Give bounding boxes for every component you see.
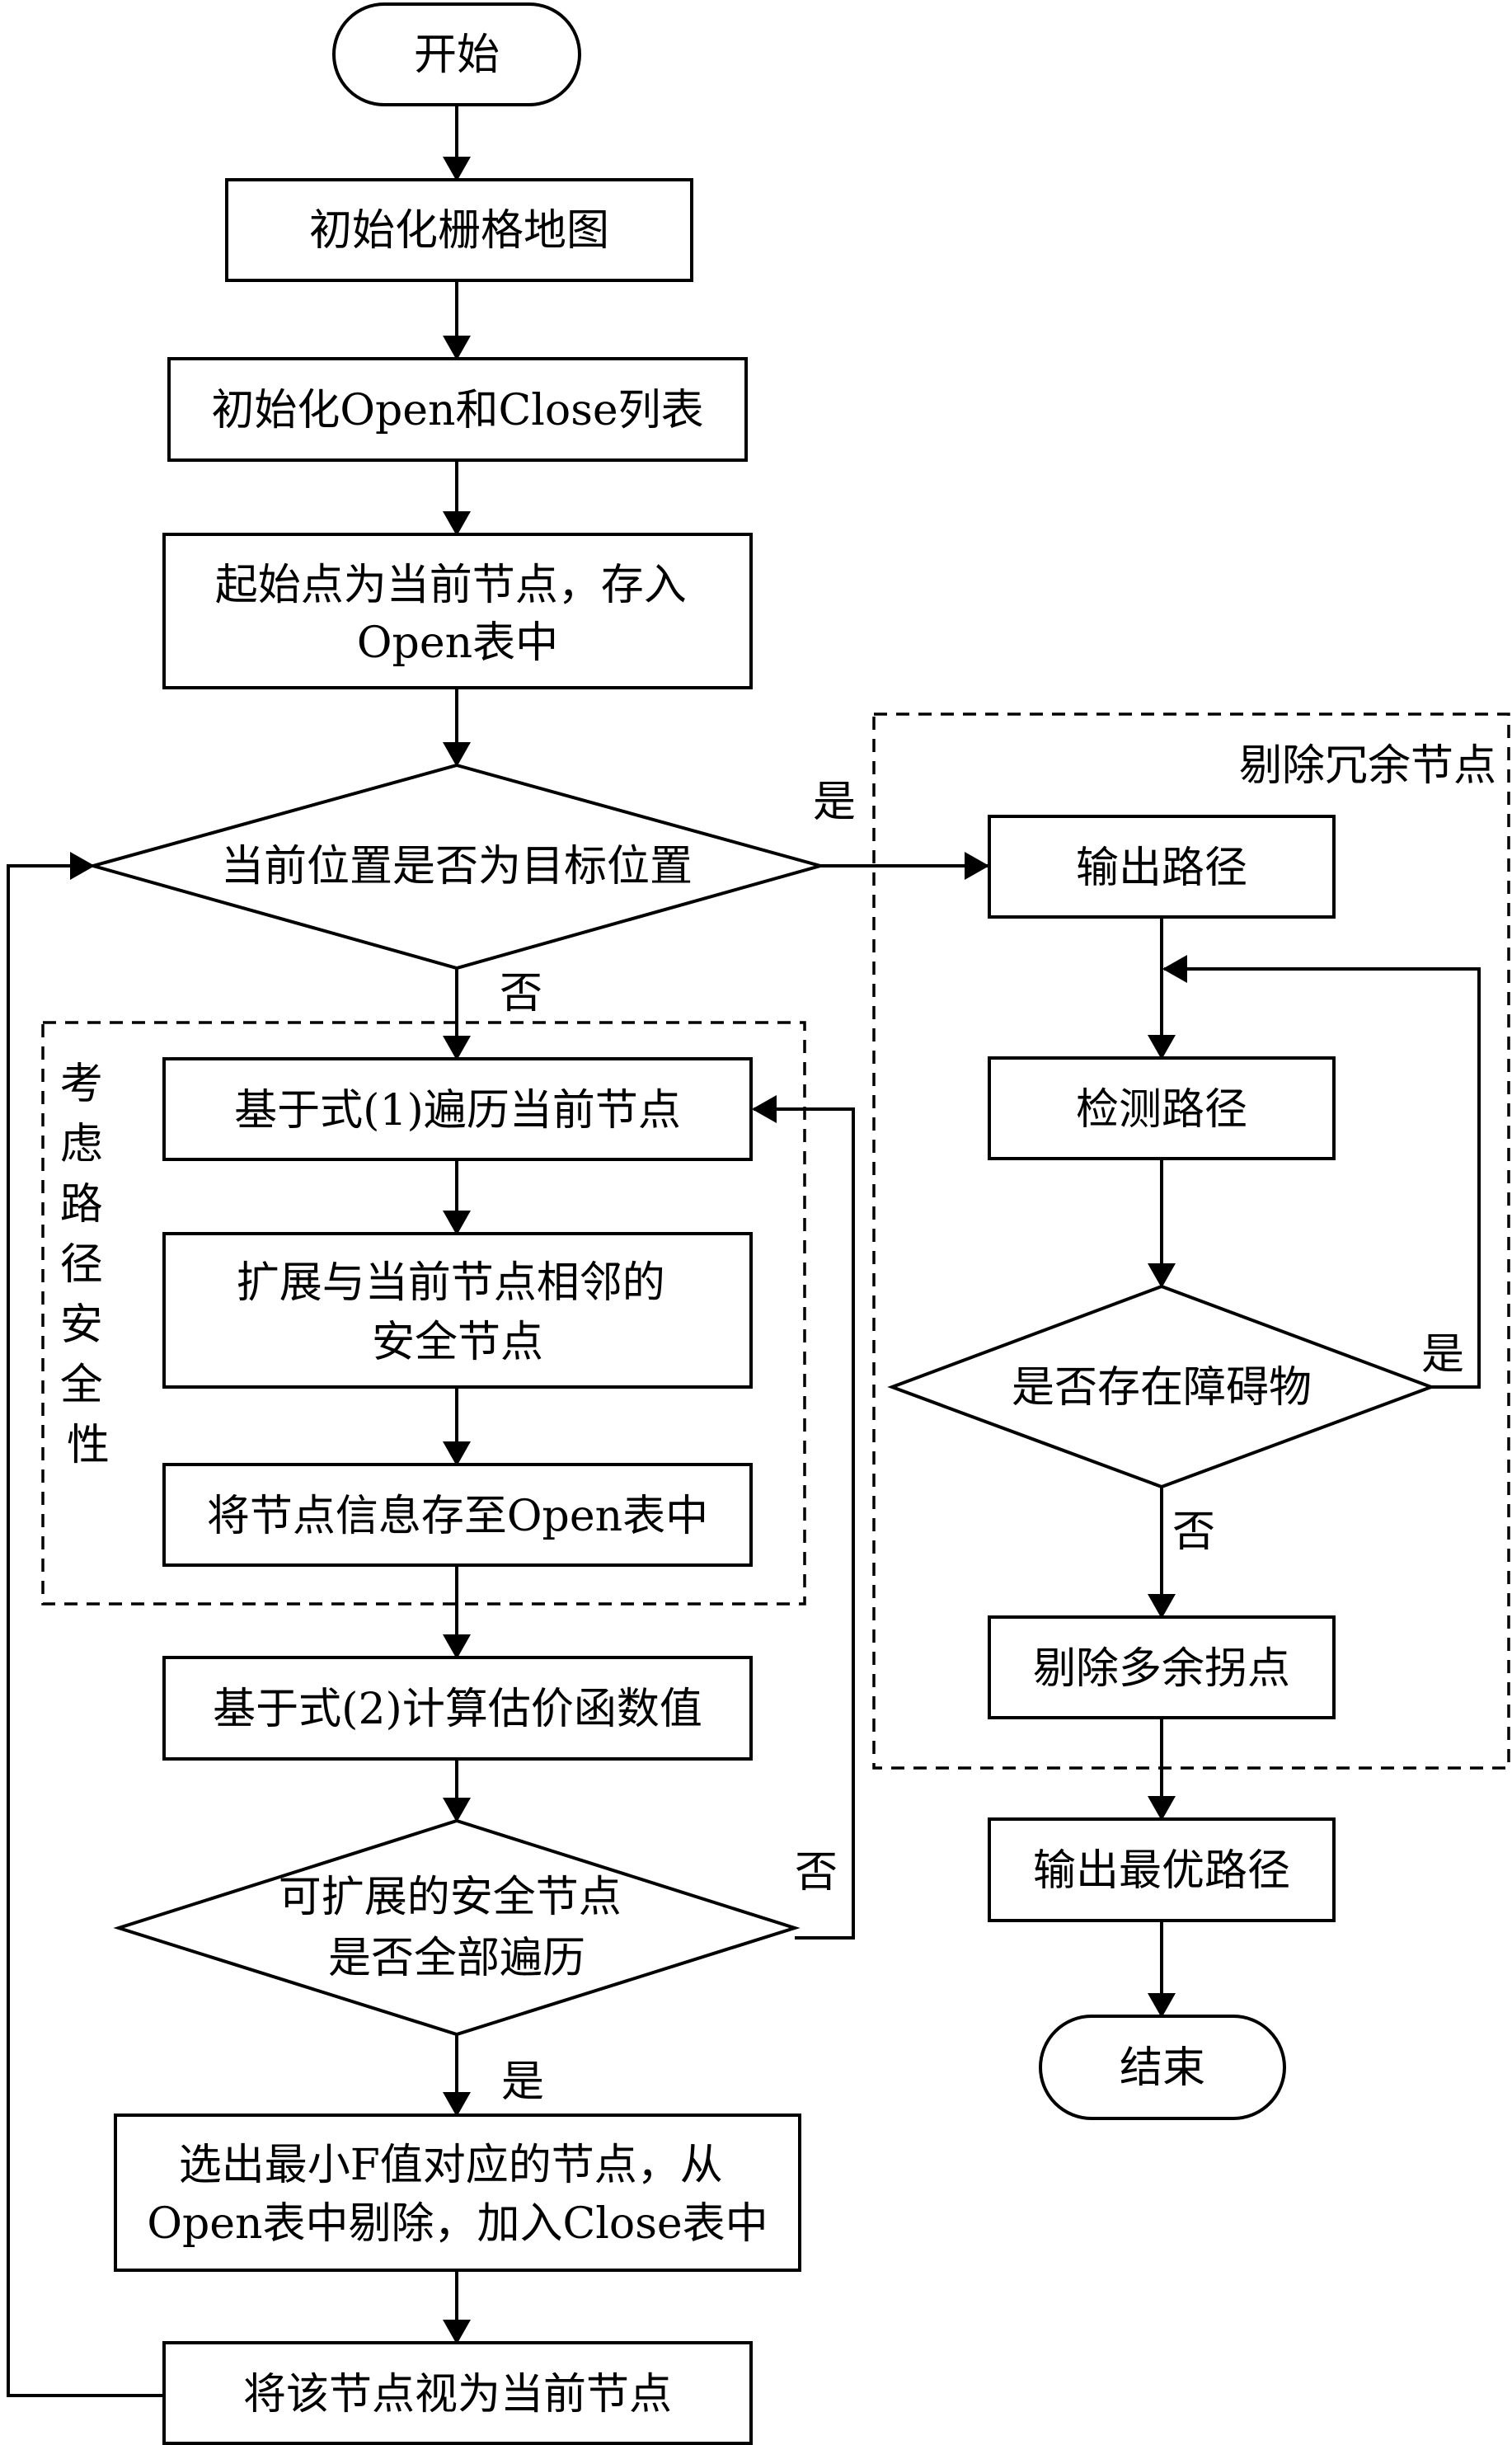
node-expand (162, 1232, 753, 1389)
node-start-text: 开始 (414, 31, 500, 80)
group-safety-label: 考 虑 路 径 安 全 性 (60, 1060, 117, 1470)
group-redundant-box (872, 712, 1510, 1770)
node-output-optimal (988, 1817, 1336, 1922)
node-init-grid-text: 初始化栅格地图 (309, 206, 609, 256)
group-safety-char: 性 (67, 1421, 110, 1470)
node-is-target-text: 当前位置是否为目标位置 (221, 842, 693, 891)
node-init-grid (225, 178, 693, 282)
group-safety-char: 径 (60, 1240, 103, 1290)
edge-traversed-no-loop (752, 1095, 855, 1940)
node-all-traversed-text: 可扩展的安全节点 是否全部遍历 (279, 1873, 636, 1983)
node-init-lists-text: 初始化Open和Close列表 (211, 386, 703, 435)
node-traverse-text: 基于式(1)遍历当前节点 (234, 1086, 681, 1136)
group-safety-char: 全 (60, 1361, 103, 1410)
edge-label-traversed-no: 否 (795, 1848, 838, 1897)
node-start-node-text: 起始点为当前节点，存入 Open表中 (215, 561, 701, 668)
node-init-lists (167, 357, 748, 462)
edge-label-traversed-yes: 是 (501, 2057, 544, 2107)
edge-setcurrent-loop (7, 852, 164, 2397)
node-set-current (162, 2341, 753, 2445)
node-has-obstacle-text: 是否存在障碍物 (1012, 1363, 1312, 1413)
node-remove-turns-text: 剔除多余拐点 (1033, 1644, 1290, 1694)
node-output-optimal-text: 输出最优路径 (1033, 1846, 1290, 1896)
node-detect-path (988, 1056, 1336, 1160)
group-safety-char: 安 (60, 1300, 103, 1350)
node-store-info (162, 1463, 753, 1567)
node-compute-cost-text: 基于式(2)计算估价函数值 (213, 1685, 702, 1734)
edge-label-obstacle-yes: 是 (1421, 1330, 1464, 1380)
edge-label-target-no: 否 (500, 969, 542, 1018)
edge-label-target-yes: 是 (813, 778, 856, 827)
node-output-path-text: 输出路径 (1076, 844, 1247, 893)
group-safety-char: 路 (60, 1180, 103, 1230)
group-safety-char: 考 (60, 1060, 103, 1109)
node-select-min (114, 2114, 801, 2272)
node-end (1039, 2015, 1286, 2120)
node-store-info-text: 将节点信息存至Open表中 (207, 1492, 708, 1541)
node-traverse (162, 1057, 753, 1161)
node-set-current-text: 将该节点视为当前节点 (243, 2370, 672, 2419)
node-is-target-decision (87, 763, 827, 971)
node-start (332, 2, 581, 106)
group-redundant-label: 剔除冗余节点 (1239, 741, 1496, 791)
edge-label-obstacle-no: 否 (1172, 1507, 1215, 1557)
node-start-node (162, 533, 753, 689)
node-output-path (988, 815, 1336, 919)
node-has-obstacle-decision (887, 1284, 1436, 1489)
group-safety-box (41, 1021, 806, 1606)
node-compute-cost (162, 1656, 753, 1761)
node-remove-turns (988, 1615, 1336, 1719)
node-detect-path-text: 检测路径 (1076, 1085, 1247, 1135)
node-end-text: 结束 (1120, 2043, 1205, 2093)
node-all-traversed-decision (113, 1818, 801, 2037)
group-safety-char: 虑 (60, 1120, 103, 1169)
node-expand-text: 扩展与当前节点相邻的 安全节点 (237, 1258, 679, 1367)
edge-obstacle-yes-loop (1162, 955, 1481, 1389)
node-select-min-text: 选出最小F值对应的节点，从 Open表中剔除，加入Close表中 (147, 2141, 768, 2249)
